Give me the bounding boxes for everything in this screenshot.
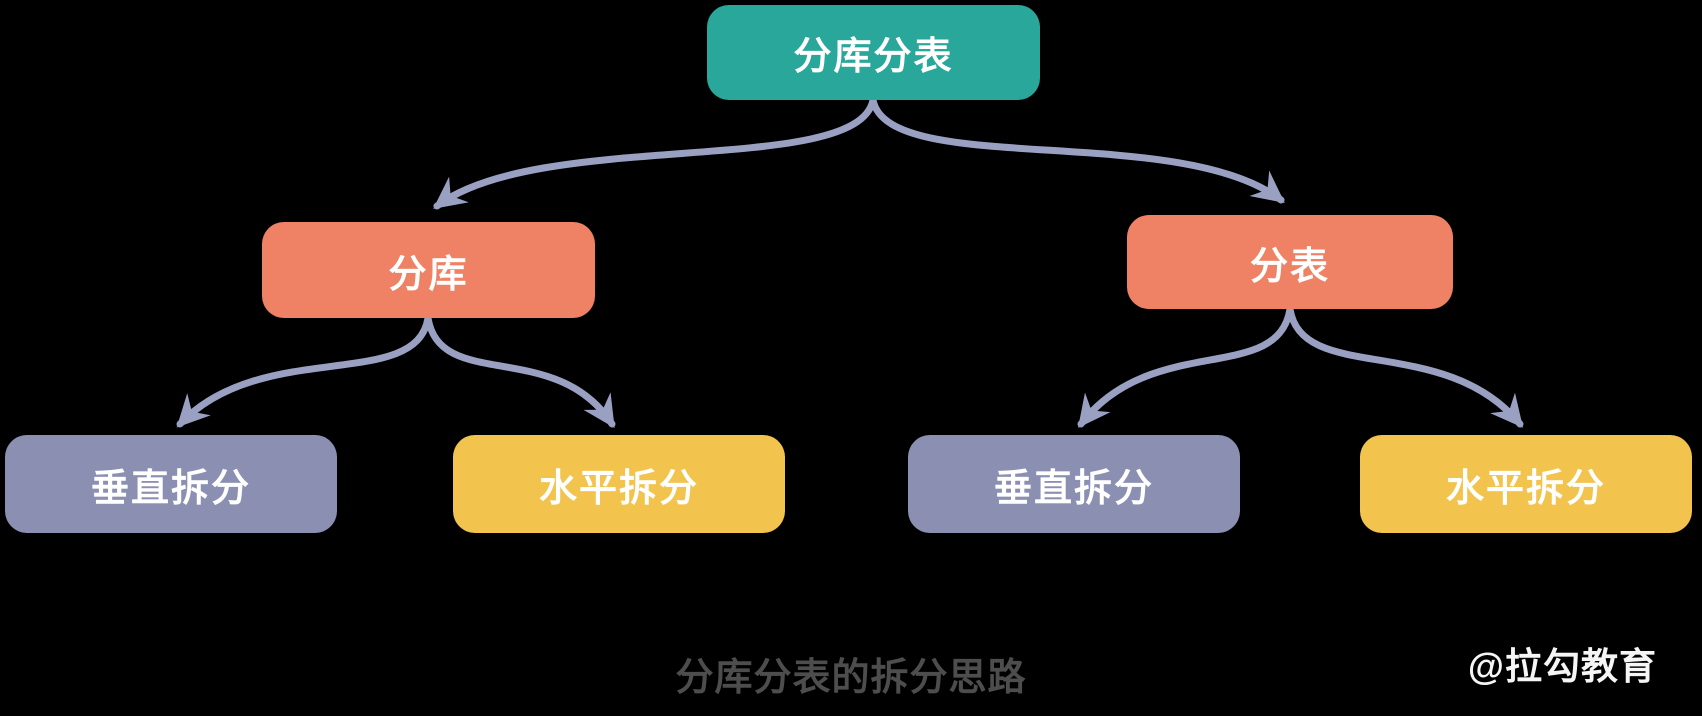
node-fenbiao-vertical-split: 垂直拆分 — [908, 435, 1240, 533]
edge-root-to-fenbiao — [869, 96, 1285, 204]
edge-fenbiao-to-horizontal — [1286, 305, 1524, 428]
node-fenku-vertical-split: 垂直拆分 — [5, 435, 337, 533]
node-fenbiao-horizontal-split: 水平拆分 — [1360, 435, 1692, 533]
edge-fenku-to-horizontal — [424, 314, 616, 429]
edge-root-to-fenku — [433, 96, 877, 210]
diagram-caption: 分库分表的拆分思路 — [675, 657, 1027, 699]
node-fenbiao: 分表 — [1127, 215, 1453, 309]
watermark-lagou-edu: @拉勾教育 — [1467, 646, 1657, 687]
edge-fenku-to-vertical — [176, 314, 432, 428]
edge-fenbiao-to-vertical — [1077, 305, 1294, 428]
node-fenku: 分库 — [262, 222, 595, 318]
node-fenku-horizontal-split: 水平拆分 — [453, 435, 785, 533]
node-root-fenkufenbiao: 分库分表 — [707, 5, 1040, 100]
